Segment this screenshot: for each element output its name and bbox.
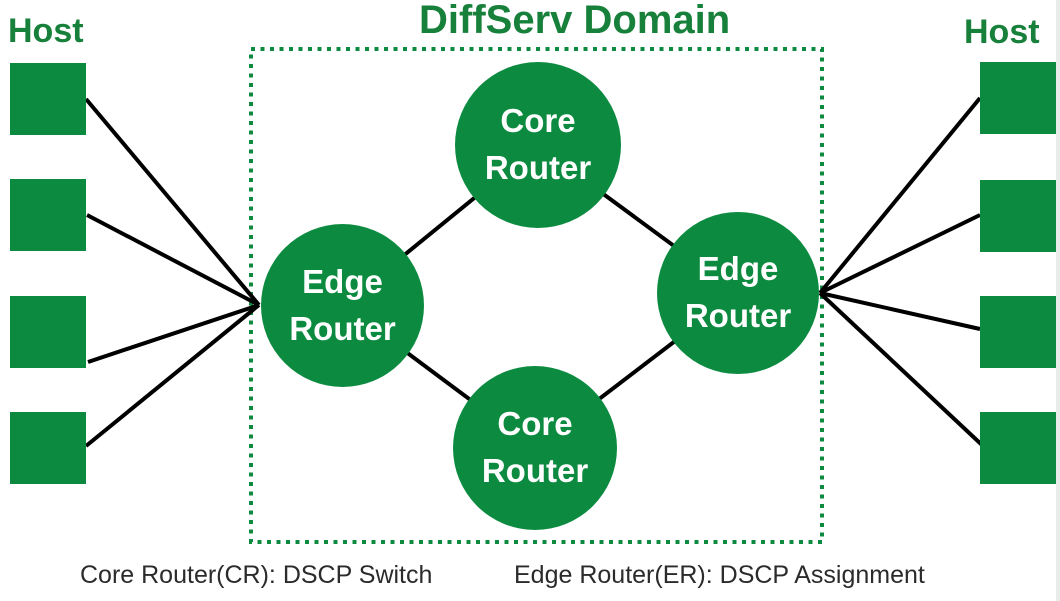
host-left-square-1 xyxy=(10,63,86,135)
link-host-left-4-to-edge-router-left xyxy=(84,303,261,448)
link-host-left-3-to-edge-router-left xyxy=(87,303,260,364)
caption-core-router: Core Router(CR): DSCP Switch xyxy=(80,561,433,589)
diagram-title: DiffServ Domain xyxy=(419,0,731,42)
host-right-square-3 xyxy=(980,296,1056,368)
edge-router-left-label-line2: Router xyxy=(289,309,396,347)
link-edge-router-right-to-host-right-4 xyxy=(818,291,984,447)
edge-router-right-label-line2: Router xyxy=(684,297,792,334)
host-label-right: Host xyxy=(964,13,1040,51)
edge-router-right-node: Edge Router xyxy=(657,212,819,374)
host-right-square-2 xyxy=(980,180,1056,252)
link-host-left-1-to-edge-router-left xyxy=(84,97,261,307)
link-edge-router-right-to-host-right-2 xyxy=(819,213,981,295)
core-router-top-label-line2: Router xyxy=(484,149,592,186)
host-right-square-4 xyxy=(980,412,1056,484)
caption-edge-router: Edge Router(ER): DSCP Assignment xyxy=(514,561,925,589)
host-label-left: Host xyxy=(8,12,84,50)
core-router-top-node: Core Router xyxy=(455,62,621,228)
core-router-top-label-line1: Core xyxy=(500,102,576,140)
link-edge-router-right-to-host-right-3 xyxy=(819,291,981,331)
core-router-bottom-label-line2: Router xyxy=(481,452,589,489)
link-host-left-2-to-edge-router-left xyxy=(86,213,260,307)
right-edge-border xyxy=(1056,0,1060,601)
link-edge-router-right-to-host-right-1 xyxy=(818,96,982,295)
host-right-square-1 xyxy=(980,62,1056,134)
host-left-square-2 xyxy=(10,179,86,251)
core-router-bottom-label-line1: Core xyxy=(497,405,573,443)
core-router-bottom-node: Core Router xyxy=(453,366,617,530)
edge-router-left-node: Edge Router xyxy=(261,224,424,387)
edge-router-right-label-line1: Edge xyxy=(697,250,779,288)
edge-router-left-label-line1: Edge xyxy=(302,262,383,300)
host-left-square-4 xyxy=(10,412,86,484)
host-left-square-3 xyxy=(10,296,86,368)
